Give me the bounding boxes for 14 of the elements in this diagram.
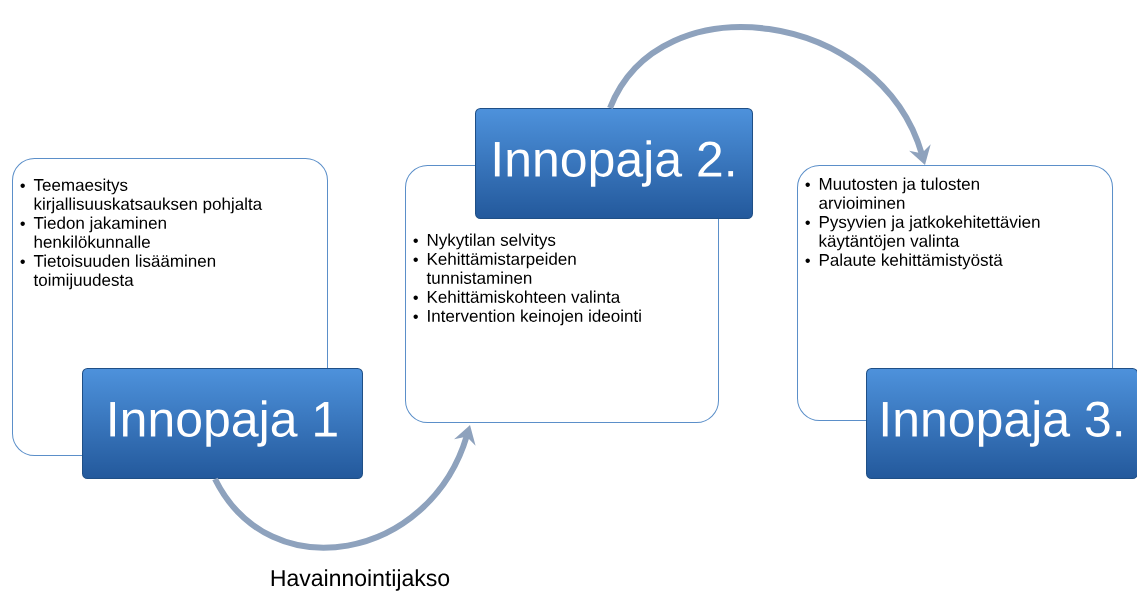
bullet-item: Nykytilan selvitys — [413, 233, 556, 250]
bullet-item: Kehittämistarpeiden tunnistaminen — [413, 252, 576, 284]
bullet-item: Intervention keinojen ideointi — [413, 309, 641, 326]
title-box: Innopaja 2. — [475, 108, 753, 219]
title-box: Innopaja 1 — [82, 368, 363, 479]
bullet-item: Palaute kehittämistyöstä — [805, 253, 1003, 270]
bullet-item: Tietoisuuden lisääminen toimijuudesta — [20, 254, 216, 290]
edge-label: Havainnointijakso — [271, 569, 450, 591]
bullet-item: Kehittämiskohteen valinta — [413, 290, 621, 303]
bullet-item: Tiedon jakaminen henkilökunnalle — [20, 216, 166, 248]
bullet-item: Muutosten ja tulosten arvioiminen — [805, 177, 979, 209]
bullet-item: Teemaesitys kirjallisuuskatsauksen pohjalta — [20, 178, 263, 214]
title-box: Innopaja 3. — [866, 368, 1137, 479]
bullet-item: Pysyvien ja jatkokehitettävien käytäntöjen valinta — [805, 215, 1040, 251]
